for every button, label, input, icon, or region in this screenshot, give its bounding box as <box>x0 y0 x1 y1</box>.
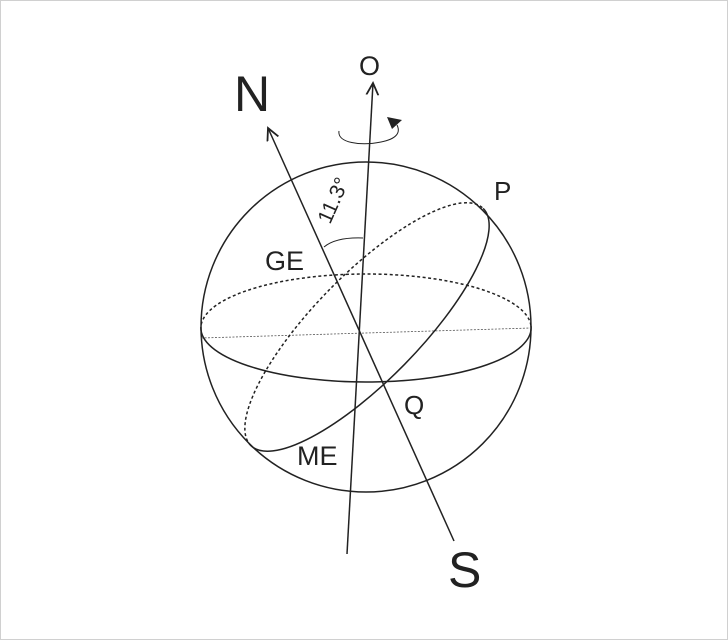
label-p: P <box>494 176 511 206</box>
rotation-axis-o <box>346 83 373 555</box>
tilt-angle-arc <box>323 237 364 248</box>
label-o: O <box>359 51 380 81</box>
equatorial-plane-line <box>200 327 532 339</box>
rotation-arrow <box>338 124 399 145</box>
label-tilt-angle: 11.3° <box>314 174 354 227</box>
magnetic-equator-front <box>250 207 490 452</box>
label-n: N <box>234 66 270 122</box>
geographic-equator-back <box>200 273 532 331</box>
label-q: Q <box>404 390 424 420</box>
geographic-equator-front <box>200 325 532 383</box>
magnetic-axis-n-s <box>268 128 455 542</box>
label-ge: GE <box>265 246 304 276</box>
label-me: ME <box>297 441 338 471</box>
label-s: S <box>448 542 481 598</box>
magnetic-equator-back <box>244 202 484 447</box>
rotation-arrowhead-icon <box>387 117 402 129</box>
